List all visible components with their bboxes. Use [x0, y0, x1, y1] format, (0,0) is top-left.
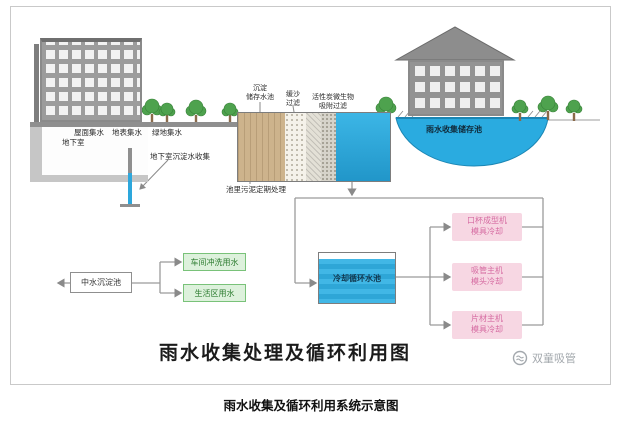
sand-filter-section	[285, 113, 306, 181]
sand-filter-label-line2: 过滤	[286, 100, 300, 108]
ground-bar	[30, 122, 238, 127]
watermark: 双童吸管	[512, 350, 576, 366]
cooler-box-sheet-line2: 模具冷却	[471, 325, 503, 334]
storage-pond-label: 雨水收集储存池	[426, 125, 482, 134]
sediment-section	[238, 113, 285, 181]
storage-pond-shape	[395, 110, 549, 167]
cooler-box-straw-line1: 吸管主机	[471, 266, 503, 276]
cooler-box-straw-machine: 吸管主机 模头冷却	[452, 263, 522, 291]
diagram-title: 雨水收集处理及循环利用图	[158, 343, 411, 364]
carbon-filter-label-line1: 活性炭微生物	[312, 94, 354, 101]
treatment-tank	[237, 112, 391, 182]
trees	[141, 95, 583, 123]
sludge-note-label: 池里污泥定期处理	[226, 185, 286, 194]
sediment-tank-label-line2: 储存水池	[246, 94, 274, 102]
cooling-pool-label: 冷却循环水池	[333, 273, 381, 283]
carbon-filter-label: 活性炭微生物 吸附过滤	[305, 93, 361, 111]
house-roof	[394, 26, 516, 61]
carbon-filter-section	[306, 113, 321, 181]
watermark-text: 双童吸管	[532, 353, 576, 365]
cooling-pool-water	[319, 259, 395, 303]
basement-pipe	[128, 148, 132, 204]
sediment-tank-label-line1: 沉淀	[253, 85, 267, 92]
basement-collect-arrow	[139, 159, 169, 190]
watermark-logo-icon	[512, 350, 528, 366]
living-use-box: 生活区用水	[183, 284, 246, 302]
sand-filter-label: 缓沙 过滤	[280, 90, 306, 108]
cooler-box-straw-line2: 模头冷却	[471, 277, 503, 286]
workshop-use-box: 车间冲洗用水	[183, 253, 246, 271]
cooling-pool-box: 冷却循环水池	[318, 252, 396, 304]
downpipe	[34, 44, 39, 122]
basement-collect-label: 地下室沉淀水收集	[150, 152, 210, 161]
figure-caption: 雨水收集及循环利用系统示意图	[223, 399, 399, 413]
sand-filter-label-line1: 缓沙	[286, 91, 300, 98]
flow-connectors	[56, 182, 544, 330]
carbon-filter-label-line2: 吸附过滤	[319, 103, 347, 111]
cooler-box-cup-line1: 口杯成型机	[467, 216, 507, 226]
clean-water-section	[336, 113, 390, 181]
apartment-building	[40, 38, 142, 122]
basement-pipe-base	[120, 204, 140, 207]
roof-water-label: 屋面集水	[74, 128, 104, 137]
basement-label: 地下室	[62, 138, 85, 147]
cooler-box-sheet-machine: 片材主机 模具冷却	[452, 311, 522, 339]
house-building	[408, 60, 504, 116]
cooler-box-sheet-line1: 片材主机	[471, 314, 503, 324]
sediment-tank-label: 沉淀 储存水池	[238, 84, 282, 102]
reclaimed-water-tank-box: 中水沉淀池	[70, 272, 132, 293]
cooler-box-cup-machine: 口杯成型机 模具冷却	[452, 213, 522, 241]
surface-water-label: 地表集水	[112, 128, 142, 137]
green-water-label: 绿地集水	[152, 128, 182, 137]
bio-filter-section	[321, 113, 336, 181]
cooler-box-cup-line2: 模具冷却	[471, 227, 503, 236]
